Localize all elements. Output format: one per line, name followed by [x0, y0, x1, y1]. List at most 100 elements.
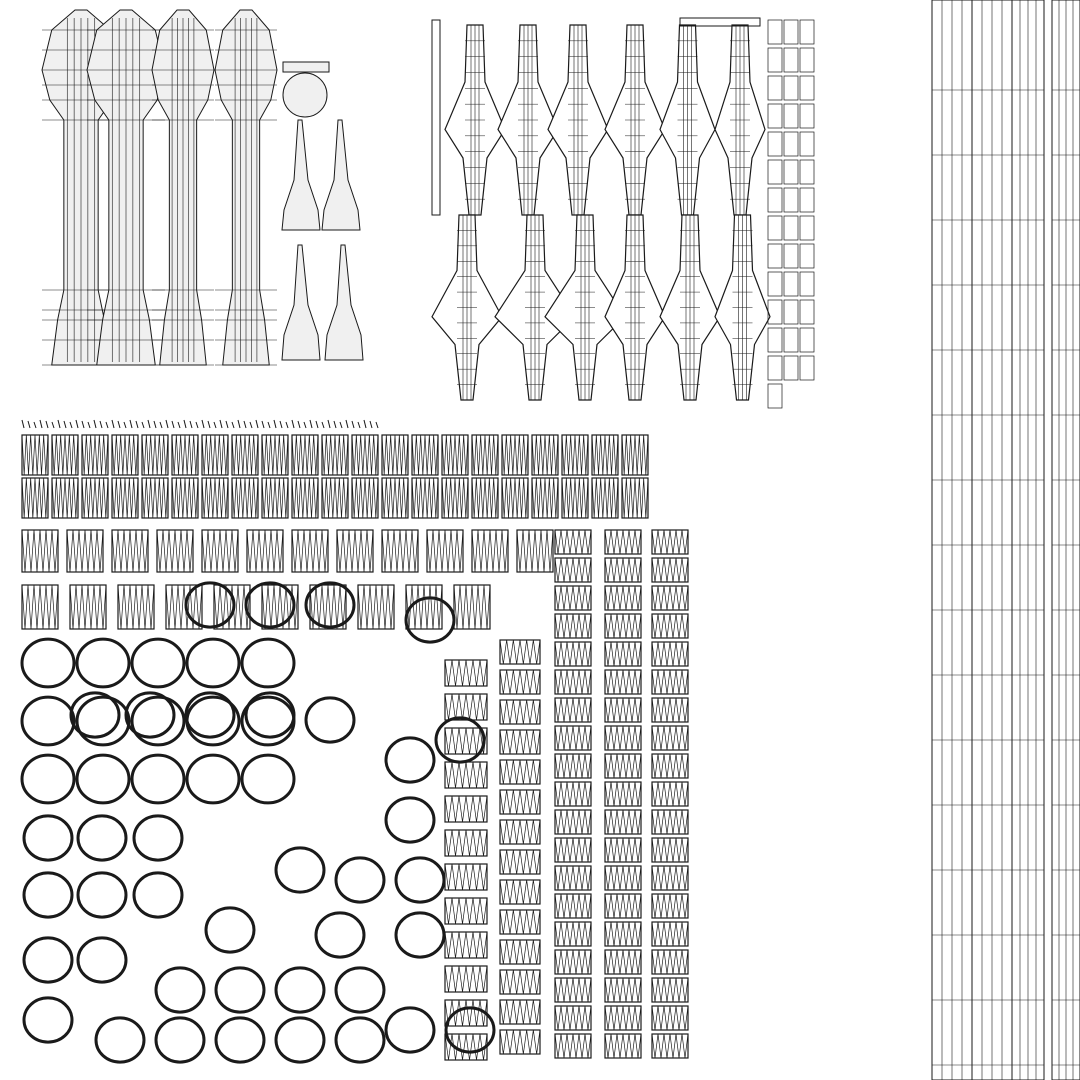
drum-triangles [499, 639, 541, 665]
drum-triangles [531, 477, 559, 519]
small-island [767, 75, 783, 101]
small-island [767, 19, 783, 45]
tiny-island [267, 421, 271, 429]
drum-island [117, 584, 155, 630]
ornament-island [714, 24, 766, 216]
drum-triangles [604, 669, 642, 695]
drum-island [411, 477, 439, 519]
drum-island [501, 434, 529, 476]
tiny-island [231, 421, 235, 429]
tiny-island [219, 419, 223, 429]
drum-island [21, 529, 59, 573]
pillar-island [214, 9, 278, 366]
drum-triangles [604, 977, 642, 1003]
drum-triangles [604, 613, 642, 639]
ring-island [130, 637, 186, 689]
drum-island [471, 434, 499, 476]
pillar-island [151, 9, 215, 366]
ring-island [274, 1016, 326, 1064]
tiny-island [201, 419, 205, 429]
ornament-island [497, 24, 559, 216]
small-island [799, 131, 815, 157]
drum-triangles [351, 477, 379, 519]
ring-island [75, 637, 131, 689]
ring-island [20, 637, 76, 689]
tiny-island [303, 421, 307, 429]
drum-island [444, 659, 488, 687]
drum-island [501, 477, 529, 519]
ornament-island [444, 24, 506, 216]
small-island [799, 19, 815, 45]
spire-island [281, 119, 321, 231]
ornament-island [659, 24, 716, 216]
drum-triangles [604, 557, 642, 583]
drum-island [291, 477, 319, 519]
tiny-island [369, 420, 373, 429]
drum-island [444, 1033, 488, 1061]
spire-island [321, 119, 361, 231]
tiny-island [309, 419, 313, 429]
drum-island [604, 781, 642, 807]
drum-island [651, 809, 689, 835]
drum-triangles [444, 999, 488, 1027]
drum-triangles [604, 529, 642, 555]
drum-island [165, 584, 203, 630]
drum-island [213, 584, 251, 630]
ring-island [240, 637, 296, 689]
drum-island [554, 557, 592, 583]
drum-triangles [453, 584, 491, 630]
drum-triangles [291, 434, 319, 476]
cap-island [282, 61, 330, 73]
drum-triangles [651, 725, 689, 751]
drum-triangles [604, 585, 642, 611]
drum-island [381, 477, 409, 519]
ring-island [274, 846, 326, 894]
drum-island [554, 669, 592, 695]
small-island [799, 75, 815, 101]
drum-island [111, 529, 149, 573]
ornament-island [659, 214, 721, 401]
drum-triangles [554, 893, 592, 919]
long-strip-islands [931, 0, 1080, 1080]
drum-triangles [604, 781, 642, 807]
drum-island [51, 477, 79, 519]
tiny-island [273, 419, 277, 429]
tiny-island [351, 420, 355, 429]
drum-island [554, 893, 592, 919]
tiny-island [339, 421, 343, 429]
drum-triangles [554, 809, 592, 835]
ring-island [394, 856, 446, 904]
drum-island [441, 477, 469, 519]
small-island [783, 243, 799, 269]
ring-island [304, 581, 356, 629]
drum-triangles [499, 729, 541, 755]
drum-island [21, 477, 49, 519]
drum-triangles [554, 585, 592, 611]
drum-triangles [51, 434, 79, 476]
drum-island [604, 809, 642, 835]
drum-triangles [604, 725, 642, 751]
small-island [783, 131, 799, 157]
small-island [799, 243, 815, 269]
drum-triangles [499, 879, 541, 905]
tiny-island [315, 420, 319, 429]
drum-triangles [381, 529, 419, 573]
drum-triangles [66, 529, 104, 573]
small-island [767, 243, 783, 269]
small-island [767, 47, 783, 73]
drum-island [554, 697, 592, 723]
ring-island [334, 1016, 386, 1064]
drum-island [499, 819, 541, 845]
tiny-island [93, 419, 97, 429]
drum-island [604, 697, 642, 723]
tiny-island [135, 420, 139, 429]
drum-island [554, 641, 592, 667]
drum-island [231, 434, 259, 476]
ring-island [204, 906, 256, 954]
ornament-island [431, 214, 503, 401]
drum-island [499, 789, 541, 815]
drum-island [651, 725, 689, 751]
drum-triangles [554, 949, 592, 975]
drum-island [69, 584, 107, 630]
drum-island [471, 477, 499, 519]
